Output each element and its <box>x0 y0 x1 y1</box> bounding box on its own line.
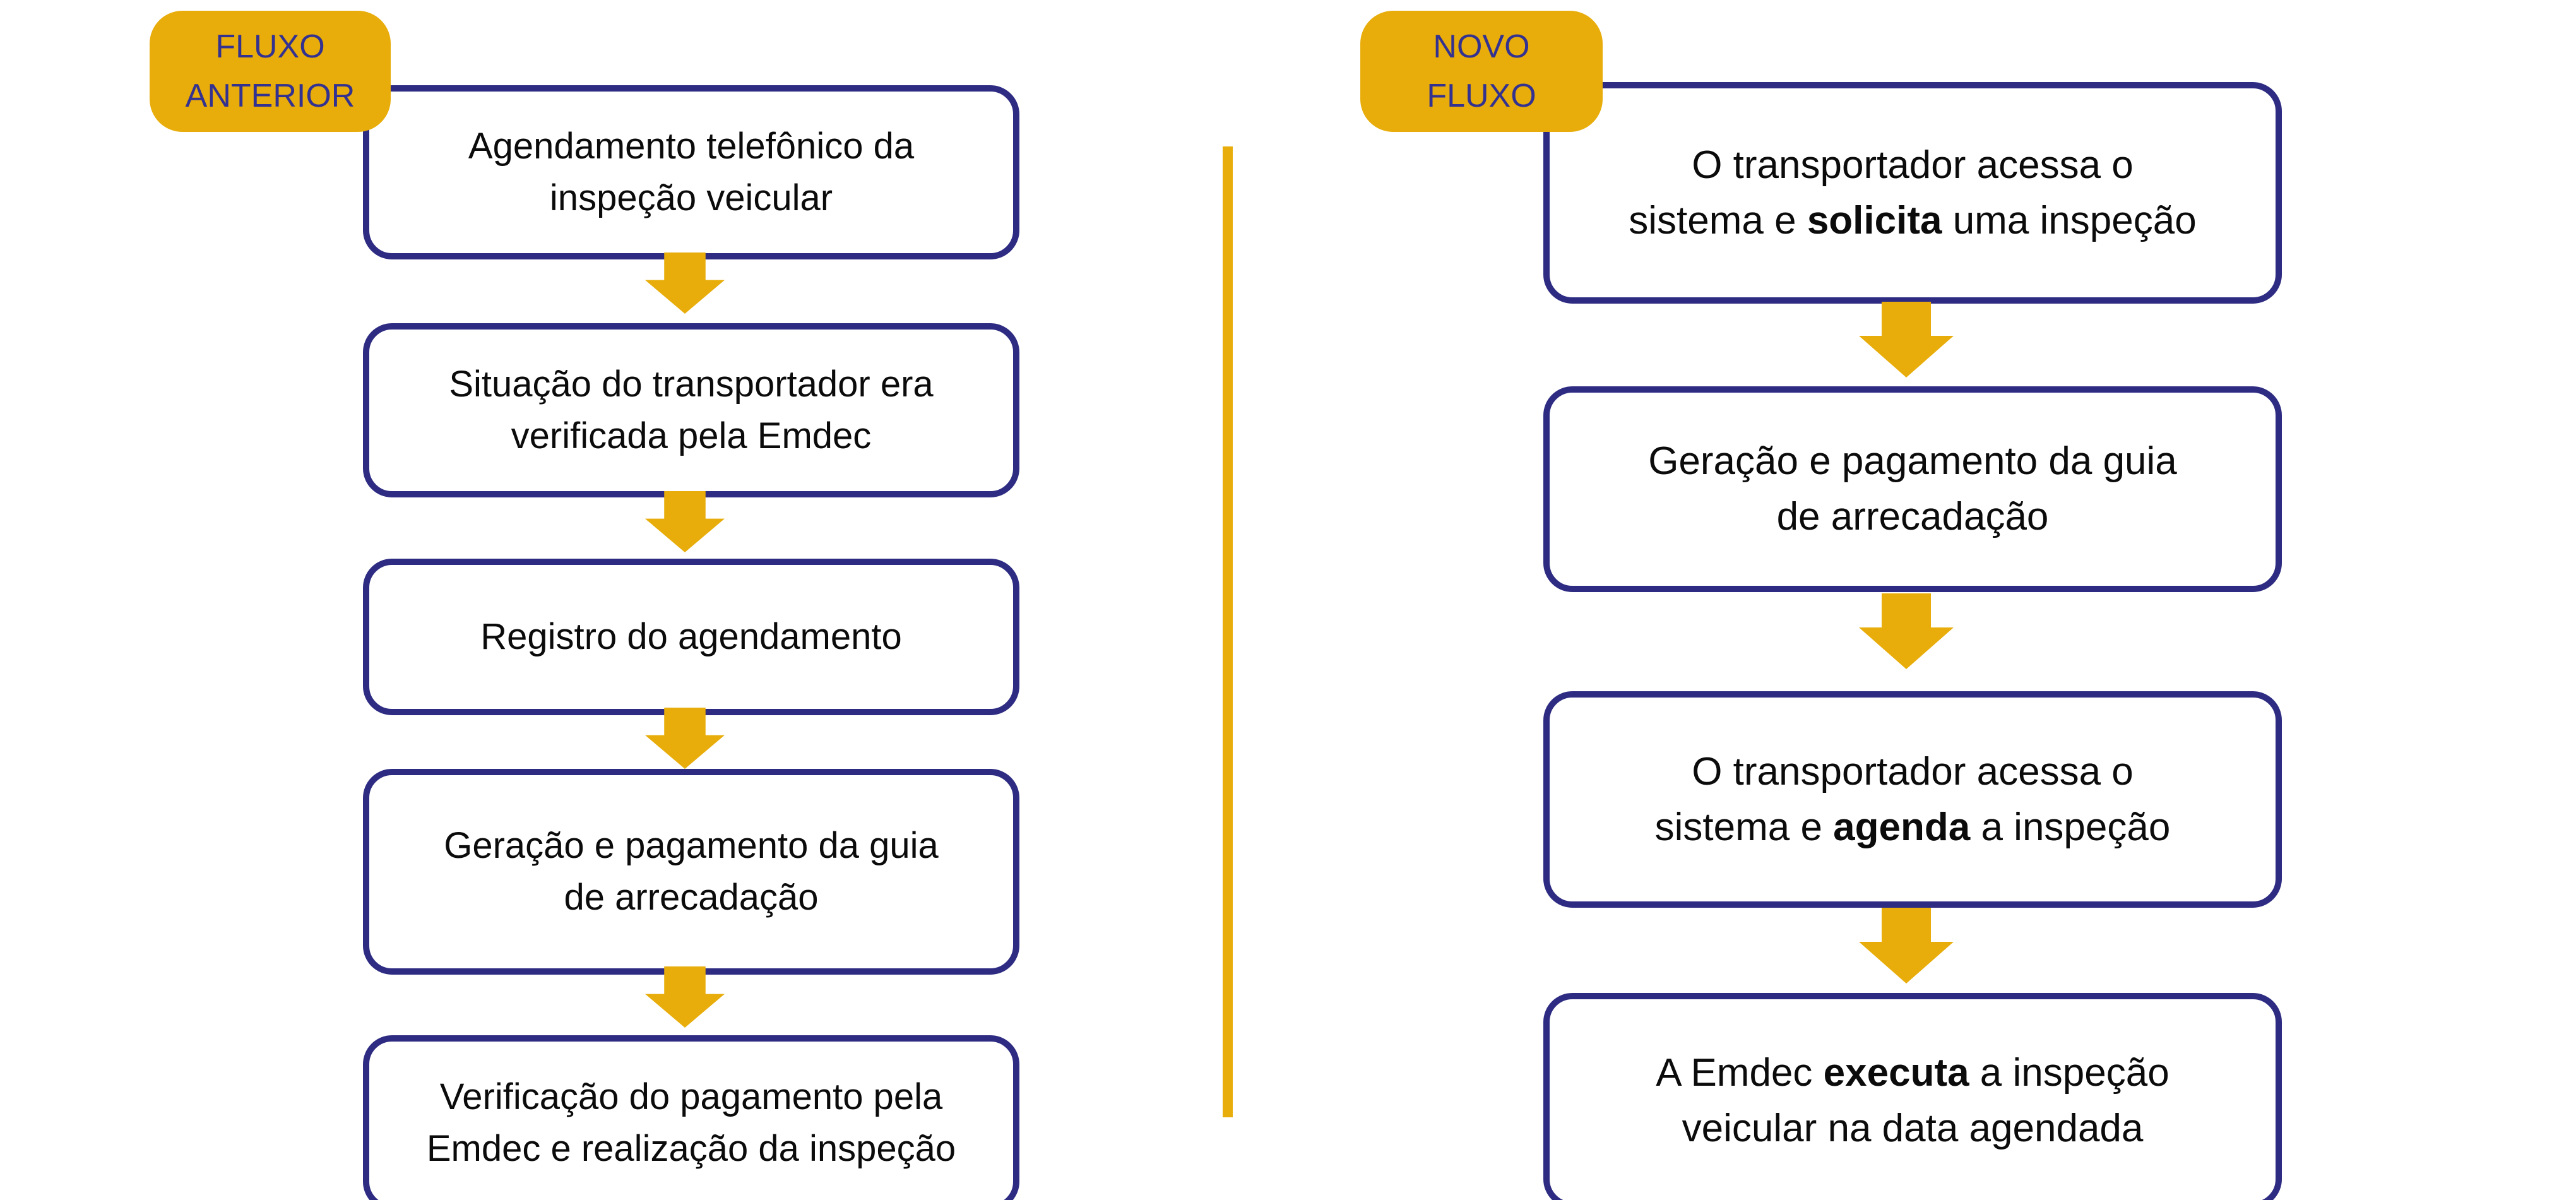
flow-step-box: Geração e pagamento da guia de arrecadaç… <box>363 769 1019 975</box>
flow-step-box: O transportador acessa o sistema e agend… <box>1543 691 2282 908</box>
step-text-line: de arrecadação <box>564 877 819 918</box>
step-text-segment-bold: solicita <box>1807 198 1942 242</box>
badge-line: FLUXO <box>215 28 325 65</box>
step-text-segment: O transportador acessa o <box>1692 749 2134 793</box>
down-arrow-icon <box>1859 908 1954 983</box>
step-text-line: Emdec e realização da inspeção <box>426 1128 956 1169</box>
step-text-line: A Emdec executa a inspeção <box>1656 1045 2169 1101</box>
down-arrow-icon <box>1859 302 1954 377</box>
badge-line: ANTERIOR <box>185 78 355 114</box>
step-text-segment: Geração e pagamento da guia <box>1648 439 2177 483</box>
step-text-line: O transportador acessa o <box>1692 138 2134 193</box>
step-text-line: inspeção veicular <box>549 177 833 218</box>
step-text-segment: O transportador acessa o <box>1692 143 2134 187</box>
step-text-line: Geração e pagamento da guia <box>444 825 939 866</box>
step-text-segment: sistema e <box>1629 198 1807 242</box>
step-text-line: Geração e pagamento da guia <box>1648 434 2177 489</box>
step-text-line: Verificação do pagamento pela <box>439 1076 943 1117</box>
step-text-segment: a inspeção <box>1969 1050 2169 1095</box>
step-text-line: verificada pela Emdec <box>511 415 872 456</box>
step-text-segment: sistema e <box>1654 805 1834 849</box>
step-text-segment: a inspeção <box>1970 805 2171 849</box>
step-text-segment: uma inspeção <box>1942 198 2197 242</box>
step-text-segment: veicular na data agendada <box>1682 1106 2144 1150</box>
badge-line: NOVO <box>1433 28 1530 65</box>
step-text-line: sistema e solicita uma inspeção <box>1629 193 2196 249</box>
down-arrow-icon <box>1859 593 1954 669</box>
flow-step-box: Verificação do pagamento pela Emdec e re… <box>363 1035 1019 1200</box>
flow-step-box: A Emdec executa a inspeção veicular na d… <box>1543 993 2282 1200</box>
step-text-segment-bold: agenda <box>1833 805 1971 849</box>
step-text-line: de arrecadação <box>1777 489 2049 545</box>
previous-flow-badge: FLUXO ANTERIOR <box>150 11 391 132</box>
flow-step-box: Registro do agendamento <box>363 559 1019 715</box>
flow-step-box: Geração e pagamento da guia de arrecadaç… <box>1543 386 2282 592</box>
step-text-line: Registro do agendamento <box>480 616 902 657</box>
down-arrow-icon <box>645 491 725 552</box>
down-arrow-icon <box>645 708 725 769</box>
down-arrow-icon <box>645 252 725 314</box>
step-text-segment-bold: executa <box>1823 1050 1969 1095</box>
step-text-line: O transportador acessa o <box>1692 744 2134 800</box>
step-text-line: Situação do transportador era <box>449 364 934 405</box>
step-text-segment: de arrecadação <box>1776 495 2049 538</box>
flow-step-box: Agendamento telefônico da inspeção veicu… <box>363 85 1019 259</box>
step-text-line: sistema e agenda a inspeção <box>1655 800 2171 855</box>
flow-step-box: O transportador acessa o sistema e solic… <box>1543 82 2282 304</box>
step-text-segment: A Emdec <box>1656 1050 1824 1095</box>
step-text-line: Agendamento telefônico da <box>468 126 915 167</box>
step-text-line: veicular na data agendada <box>1682 1101 2144 1156</box>
new-flow-badge: NOVO FLUXO <box>1360 11 1603 132</box>
down-arrow-icon <box>645 966 725 1028</box>
flow-divider <box>1223 146 1233 1117</box>
badge-line: FLUXO <box>1427 78 1536 114</box>
flow-step-box: Situação do transportador era verificada… <box>363 323 1019 497</box>
